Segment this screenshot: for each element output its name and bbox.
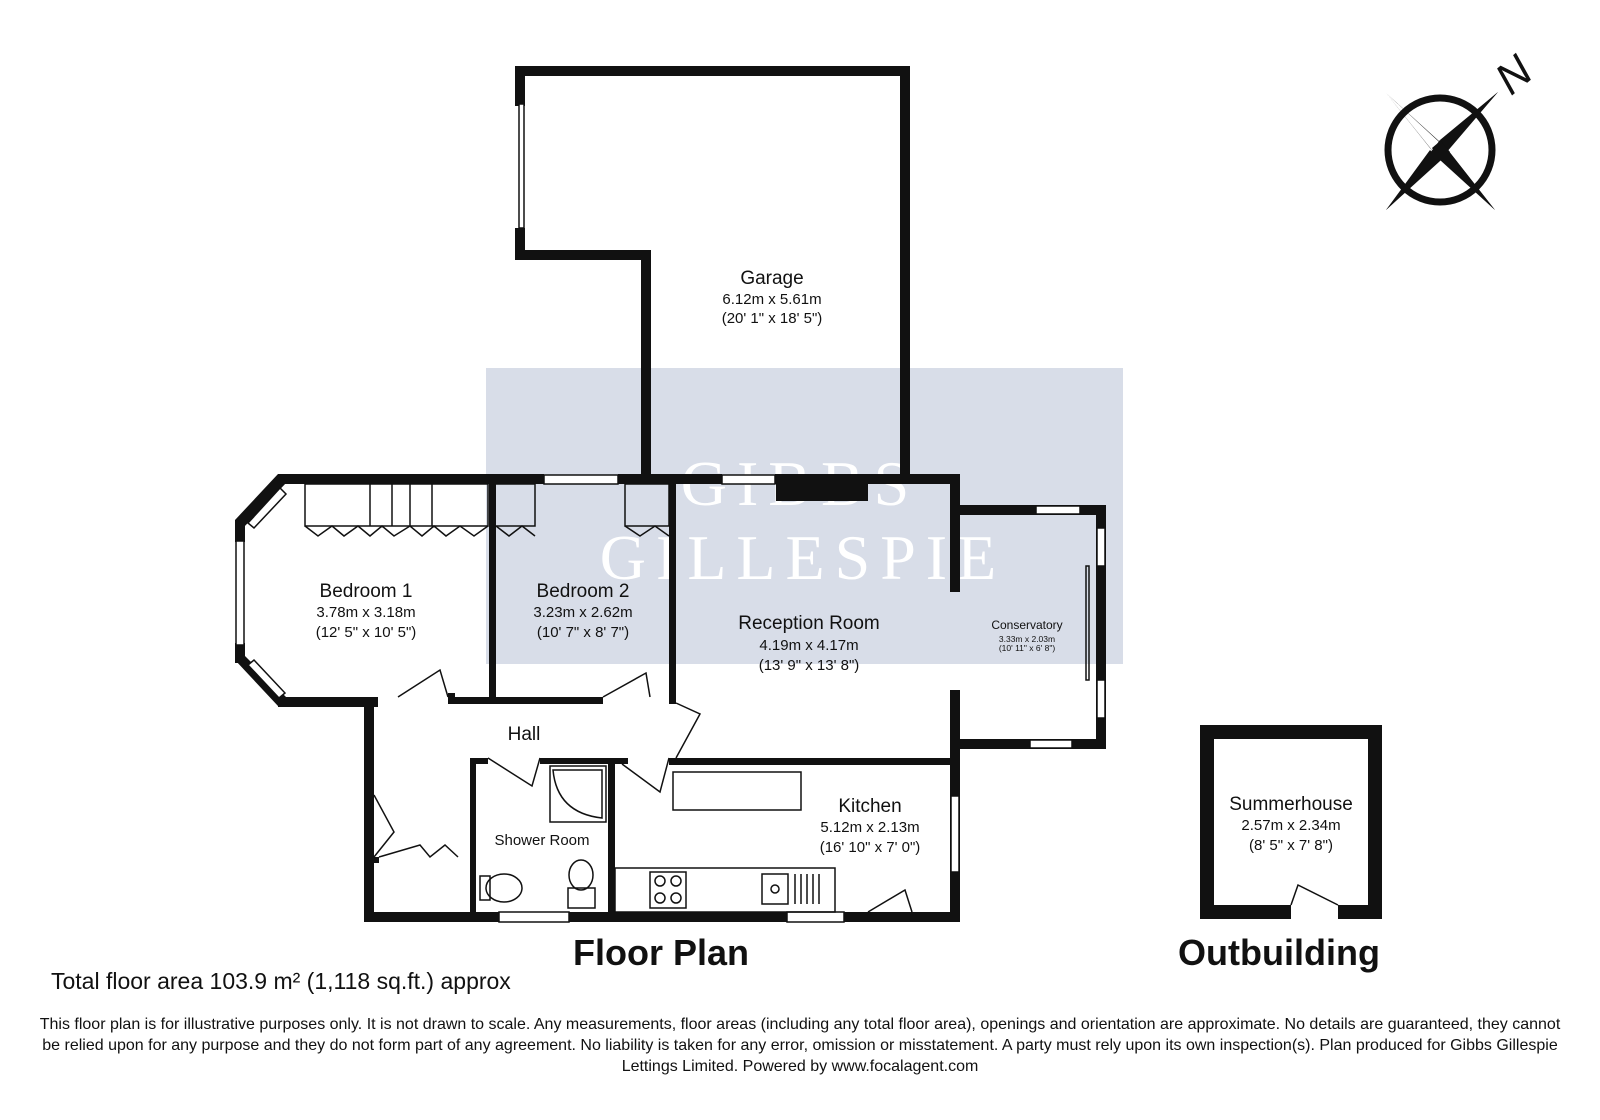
shower-room-fixtures (479, 765, 607, 909)
kitchen-dim-imperial: (16' 10" x 7' 0") (820, 839, 921, 856)
shower-tray (549, 765, 607, 823)
conservatory-window-bottom (1029, 739, 1073, 749)
bedroom2-window (543, 474, 619, 485)
garage-window (518, 103, 525, 229)
kitchen-counter-top (672, 771, 802, 811)
bedroom1-bay-window-top (246, 486, 288, 530)
conservatory-name: Conservatory (991, 618, 1062, 632)
garage-walls (515, 66, 910, 475)
disclaimer: This floor plan is for illustrative purp… (39, 1016, 1561, 1075)
reception-dim-metric: 4.19m x 4.17m (759, 637, 858, 654)
conservatory-window-top (1035, 505, 1081, 515)
shower-room-name: Shower Room (494, 832, 589, 849)
interior-walls (369, 484, 959, 922)
kitchen-fixtures (614, 771, 836, 913)
kitchen-window-side (950, 795, 960, 873)
reception-window (721, 474, 776, 485)
garage-dim-metric: 6.12m x 5.61m (722, 291, 821, 308)
summerhouse-name: Summerhouse (1229, 794, 1353, 815)
kitchen-window-bottom (786, 911, 845, 923)
bedroom1-bay-window (235, 540, 245, 646)
room-labels: Garage 6.12m x 5.61m (20' 1" x 18' 5") B… (316, 268, 1353, 856)
kitchen-dim-metric: 5.12m x 2.13m (820, 819, 919, 836)
house-walls (235, 474, 1106, 923)
wash-basin (485, 873, 523, 903)
bedroom1-name: Bedroom 1 (320, 581, 413, 602)
conservatory-window-right-1 (1096, 527, 1106, 567)
toilet-bowl (568, 859, 594, 891)
conservatory-dim-metric: 3.33m x 2.03m (999, 634, 1055, 644)
garage-dim-imperial: (20' 1" x 18' 5") (722, 310, 823, 327)
bedroom1-wardrobes (304, 483, 489, 537)
conservatory-dim-imperial: (10' 11" x 6' 8") (999, 643, 1056, 653)
bedroom2-wardrobe (495, 483, 670, 537)
toilet-cistern (567, 887, 596, 909)
hob (649, 871, 687, 909)
bedroom1-dim-imperial: (12' 5" x 10' 5") (316, 624, 417, 641)
kitchen-counter-bottom (614, 867, 836, 913)
reception-dim-imperial: (13' 9" x 13' 8") (759, 657, 860, 674)
bedroom1-dim-metric: 3.78m x 3.18m (316, 604, 415, 621)
watermark-line-2: GILLESPIE (600, 522, 1006, 593)
bedroom2-dim-metric: 3.23m x 2.62m (533, 604, 632, 621)
total-floor-area: Total floor area 103.9 m² (1,118 sq.ft.)… (51, 968, 511, 994)
conservatory-window-right-2 (1096, 679, 1106, 719)
outbuilding-heading: Outbuilding (1178, 932, 1380, 973)
bedroom1-bay-window-bottom (246, 658, 287, 700)
hall-name: Hall (508, 724, 541, 745)
watermark-panel (486, 368, 1123, 664)
bedroom2-name: Bedroom 2 (537, 581, 630, 602)
sink (761, 873, 789, 905)
kitchen-name: Kitchen (838, 796, 901, 817)
summerhouse-walls (1200, 725, 1382, 919)
summerhouse-dim-metric: 2.57m x 2.34m (1241, 817, 1340, 834)
floor-plan-heading: Floor Plan (573, 932, 750, 973)
compass-rose-icon: N (1384, 46, 1542, 210)
garage-name: Garage (740, 268, 803, 289)
shower-window (498, 911, 570, 923)
bedroom2-dim-imperial: (10' 7" x 8' 7") (537, 624, 629, 641)
summerhouse-dim-imperial: (8' 5" x 7' 8") (1249, 837, 1333, 854)
reception-name: Reception Room (738, 613, 880, 634)
doors (373, 668, 913, 913)
